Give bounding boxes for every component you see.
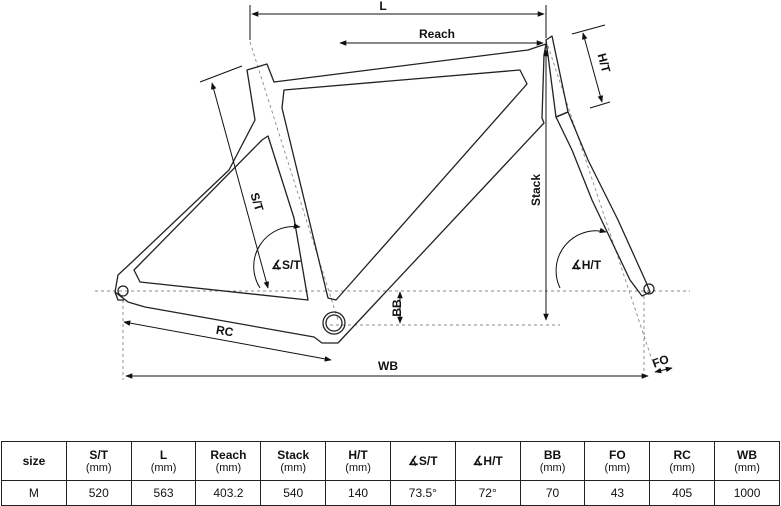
col-wb: WB(mm) <box>714 441 780 481</box>
cell-fo: 43 <box>584 480 651 506</box>
col-size: size <box>1 441 67 481</box>
cell-wb: 1000 <box>714 480 780 506</box>
label-bb: BB <box>390 299 404 317</box>
label-stack: Stack <box>529 174 543 206</box>
col-bb: BB(mm) <box>519 441 586 481</box>
cell-reach: 403.2 <box>195 480 262 506</box>
col-reach: Reach(mm) <box>195 441 262 481</box>
label-wb: WB <box>378 359 398 373</box>
geometry-table-header: size S/T(mm) L(mm) Reach(mm) Stack(mm) H… <box>1 441 780 481</box>
cell-ht: 140 <box>325 480 391 506</box>
col-ht-angle: ∡H/T <box>454 441 521 481</box>
cell-size: M <box>1 480 67 506</box>
col-rc: RC(mm) <box>649 441 716 481</box>
cell-bb: 70 <box>519 480 586 506</box>
label-rc: RC <box>215 323 235 340</box>
label-ht: H/T <box>595 52 614 75</box>
cell-rc: 405 <box>649 480 716 506</box>
label-l: L <box>379 0 386 13</box>
col-st-angle: ∡S/T <box>389 441 456 481</box>
bike-frame <box>114 35 655 344</box>
construction-lines <box>95 39 690 380</box>
cell-st-angle: 73.5° <box>389 480 456 506</box>
col-fo: FO(mm) <box>584 441 651 481</box>
col-st: S/T(mm) <box>65 441 132 481</box>
col-stack: Stack(mm) <box>260 441 327 481</box>
cell-ht-angle: 72° <box>454 480 521 506</box>
label-reach: Reach <box>419 27 455 41</box>
dimension-lines <box>123 5 673 379</box>
frame-geometry-diagram: L Reach H/T S/T Stack ∡S/T ∡H/T BB RC WB… <box>95 0 690 380</box>
geometry-table: size S/T(mm) L(mm) Reach(mm) Stack(mm) H… <box>1 441 780 506</box>
col-ht: H/T(mm) <box>325 441 391 481</box>
label-st-angle: ∡S/T <box>271 258 301 272</box>
col-l: L(mm) <box>130 441 197 481</box>
cell-st: 520 <box>65 480 132 506</box>
label-ht-angle: ∡H/T <box>571 258 602 272</box>
label-st: S/T <box>247 191 266 214</box>
cell-l: 563 <box>130 480 197 506</box>
table-row: M 520 563 403.2 540 140 73.5° 72° 70 43 … <box>1 480 780 506</box>
label-fo: FO <box>650 352 670 371</box>
cell-stack: 540 <box>260 480 327 506</box>
